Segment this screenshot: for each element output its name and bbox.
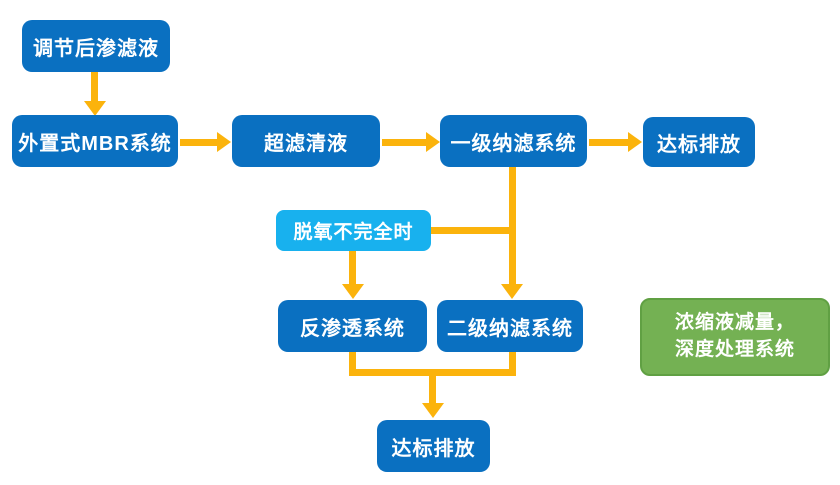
node-reverse-osmosis-system: 反渗透系统 [278, 300, 427, 352]
arrow-mbr-to-uf-shaft [180, 139, 218, 146]
connector-ro-down-line [349, 352, 356, 376]
node-nf-stage1-system: 一级纳滤系统 [440, 115, 587, 167]
arrow-leachate-to-mbr-shaft [91, 72, 98, 102]
arrow-uf-to-nf1-shaft [382, 139, 427, 146]
node-nf-stage2-system: 二级纳滤系统 [437, 300, 583, 352]
node-discharge-top: 达标排放 [643, 117, 755, 167]
connector-nf2-down-line [509, 352, 516, 376]
concentrate-reduction-line1: 浓缩液减量， [674, 312, 795, 334]
arrow-nf1-to-nf2-shaft [509, 167, 516, 285]
arrow-nf1-to-discharge-shaft [589, 139, 629, 146]
node-incomplete-deoxygenation: 脱氧不完全时 [276, 210, 431, 251]
arrow-uf-to-nf1-head-icon [426, 132, 440, 152]
arrow-merge-to-discharge-shaft [429, 369, 436, 404]
node-external-mbr-system: 外置式MBR系统 [12, 115, 178, 167]
arrow-leachate-to-mbr-head-icon [84, 101, 106, 116]
node-discharge-bottom: 达标排放 [377, 420, 490, 472]
node-concentrate-reduction-system: 浓缩液减量， 深度处理系统 [640, 298, 830, 376]
arrow-merge-to-discharge-head-icon [422, 403, 444, 418]
connector-condition-to-nf2-line [431, 227, 516, 234]
arrow-condition-to-ro-shaft [349, 251, 356, 285]
node-uf-clear-liquid: 超滤清液 [232, 115, 380, 167]
arrow-nf1-to-discharge-head-icon [628, 132, 642, 152]
arrow-condition-to-ro-head-icon [342, 284, 364, 299]
arrow-nf1-to-nf2-head-icon [501, 284, 523, 299]
concentrate-reduction-line2: 深度处理系统 [674, 339, 795, 360]
node-adjusted-leachate: 调节后渗滤液 [22, 20, 170, 72]
arrow-mbr-to-uf-head-icon [217, 132, 231, 152]
